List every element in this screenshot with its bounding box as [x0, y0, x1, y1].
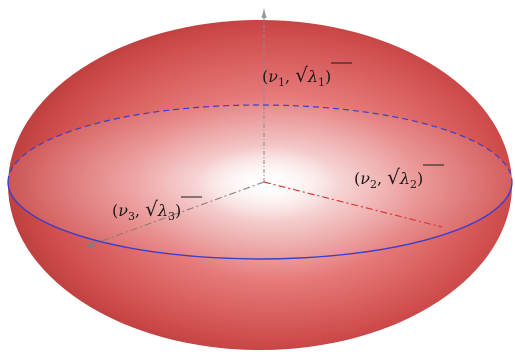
axis-1-arrowhead [261, 8, 267, 18]
axis-3-label: (ν3, √λ3) [112, 197, 181, 223]
axis-3-arrowhead [85, 241, 95, 247]
equator-back-dashed [7, 104, 513, 183]
axis-1-label: (ν1, √λ1) [262, 63, 331, 89]
equator-front-solid [7, 181, 513, 260]
axis-2-label: (ν2, √λ2) [354, 165, 423, 191]
center-highlight [198, 146, 338, 222]
axis-2-line [263, 181, 443, 228]
axis-3-line [87, 181, 265, 247]
